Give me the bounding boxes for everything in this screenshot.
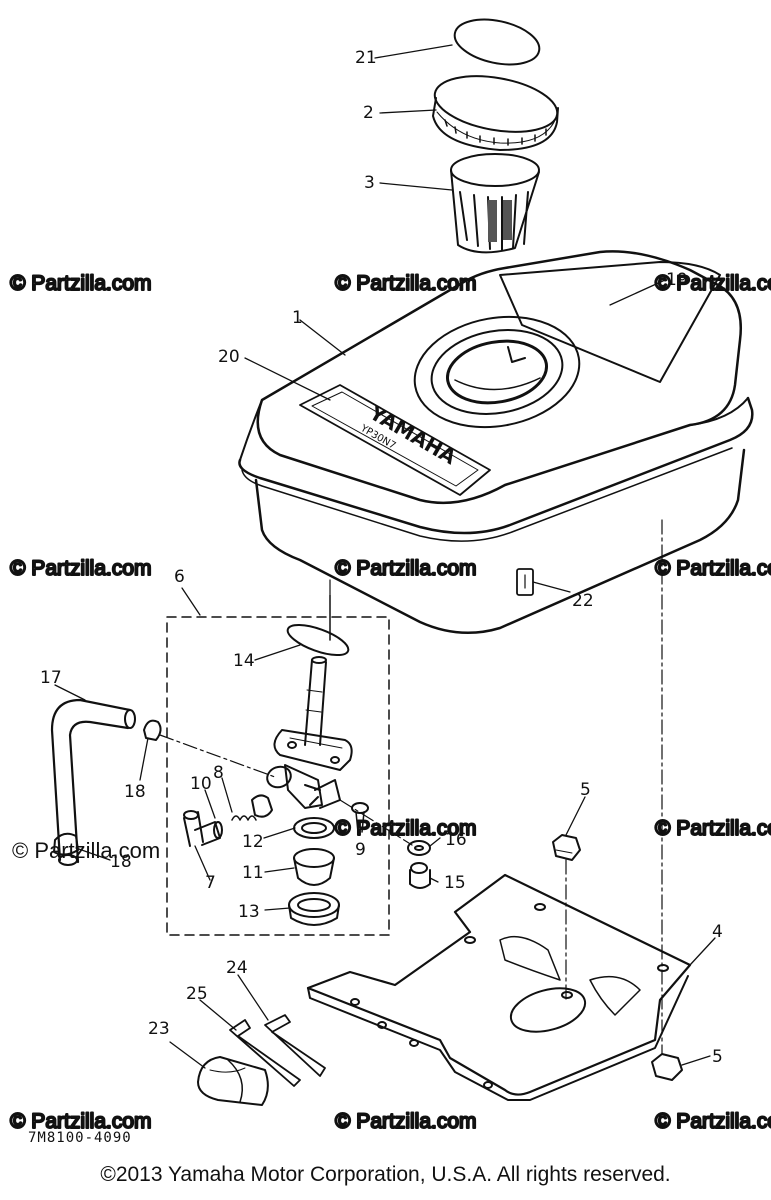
callout-18[interactable]: 18 <box>124 782 146 802</box>
callout-1[interactable]: 1 <box>292 308 303 328</box>
nut-part[interactable] <box>552 834 581 861</box>
seal-and-cup-parts[interactable] <box>288 817 340 926</box>
callout-20[interactable]: 20 <box>218 347 240 367</box>
callout-2[interactable]: 2 <box>363 103 374 123</box>
copyright-footer: ©2013 Yamaha Motor Corporation, U.S.A. A… <box>100 1163 671 1186</box>
hex-wrench-parts[interactable] <box>229 1014 326 1087</box>
lower-nut-part[interactable] <box>651 1053 683 1081</box>
diagram-code: 7M8100-4090 <box>28 1130 132 1146</box>
watermark: © Partzilla.com <box>655 272 771 295</box>
hose-clip-parts[interactable] <box>53 719 162 856</box>
callout-23[interactable]: 23 <box>148 1019 170 1039</box>
fuel-cock-part[interactable] <box>264 594 353 809</box>
watermark: © Partzilla.com <box>10 1110 152 1133</box>
leader-lines <box>54 44 716 1069</box>
callout-25[interactable]: 25 <box>186 984 208 1004</box>
assembly-guide-lines <box>159 519 663 1055</box>
fuel-joint-part[interactable] <box>183 810 223 847</box>
callout-6[interactable]: 6 <box>174 567 185 587</box>
callout-5-lower[interactable]: 5 <box>712 1047 723 1067</box>
fuel-cap-part[interactable] <box>430 68 561 151</box>
tool-bag-part[interactable] <box>197 1056 269 1106</box>
watermark: © Partzilla.com <box>655 817 771 840</box>
fuel-strainer-part[interactable] <box>450 153 540 254</box>
callout-15[interactable]: 15 <box>444 873 466 893</box>
callout-4[interactable]: 4 <box>712 922 723 942</box>
callout-18-lower[interactable]: 18 <box>110 852 132 872</box>
callout-7[interactable]: 7 <box>205 873 216 893</box>
watermark: © Partzilla.com <box>10 272 152 295</box>
callout-24[interactable]: 24 <box>226 958 248 978</box>
callout-13[interactable]: 13 <box>238 902 260 922</box>
callout-5[interactable]: 5 <box>580 780 591 800</box>
watermark: © Partzilla.com <box>655 557 771 580</box>
watermark: © Partzilla.com <box>10 557 152 580</box>
callout-19[interactable]: 19 <box>666 270 688 290</box>
watermark-dark: © Partzilla.com <box>12 838 160 863</box>
callout-12[interactable]: 12 <box>242 832 264 852</box>
cap-label-part[interactable] <box>451 13 544 72</box>
callout-10[interactable]: 10 <box>190 774 212 794</box>
callout-16[interactable]: 16 <box>445 830 467 850</box>
callout-14[interactable]: 14 <box>233 651 255 671</box>
callout-22[interactable]: 22 <box>572 591 594 611</box>
callout-17[interactable]: 17 <box>40 668 62 688</box>
callout-21[interactable]: 21 <box>355 48 377 68</box>
fuel-cock-assembly-box[interactable] <box>166 616 390 936</box>
callout-8[interactable]: 8 <box>213 763 224 783</box>
watermark: © Partzilla.com <box>335 817 477 840</box>
drain-bolt-part[interactable] <box>407 840 431 889</box>
tank-base-plate-part[interactable] <box>306 873 692 1101</box>
lever-spring-part[interactable] <box>231 794 273 821</box>
watermark: © Partzilla.com <box>335 272 477 295</box>
watermark: © Partzilla.com <box>335 557 477 580</box>
callout-labels: 21 2 3 19 1 20 6 22 14 17 18 8 10 5 9 16… <box>40 48 723 1067</box>
watermark: © Partzilla.com <box>655 1110 771 1133</box>
callout-11[interactable]: 11 <box>242 863 264 883</box>
callout-3[interactable]: 3 <box>364 173 375 193</box>
callout-9[interactable]: 9 <box>355 840 366 860</box>
watermarks: © Partzilla.com © Partzilla.com © Partzi… <box>9 271 771 1134</box>
watermark: © Partzilla.com <box>335 1110 477 1133</box>
